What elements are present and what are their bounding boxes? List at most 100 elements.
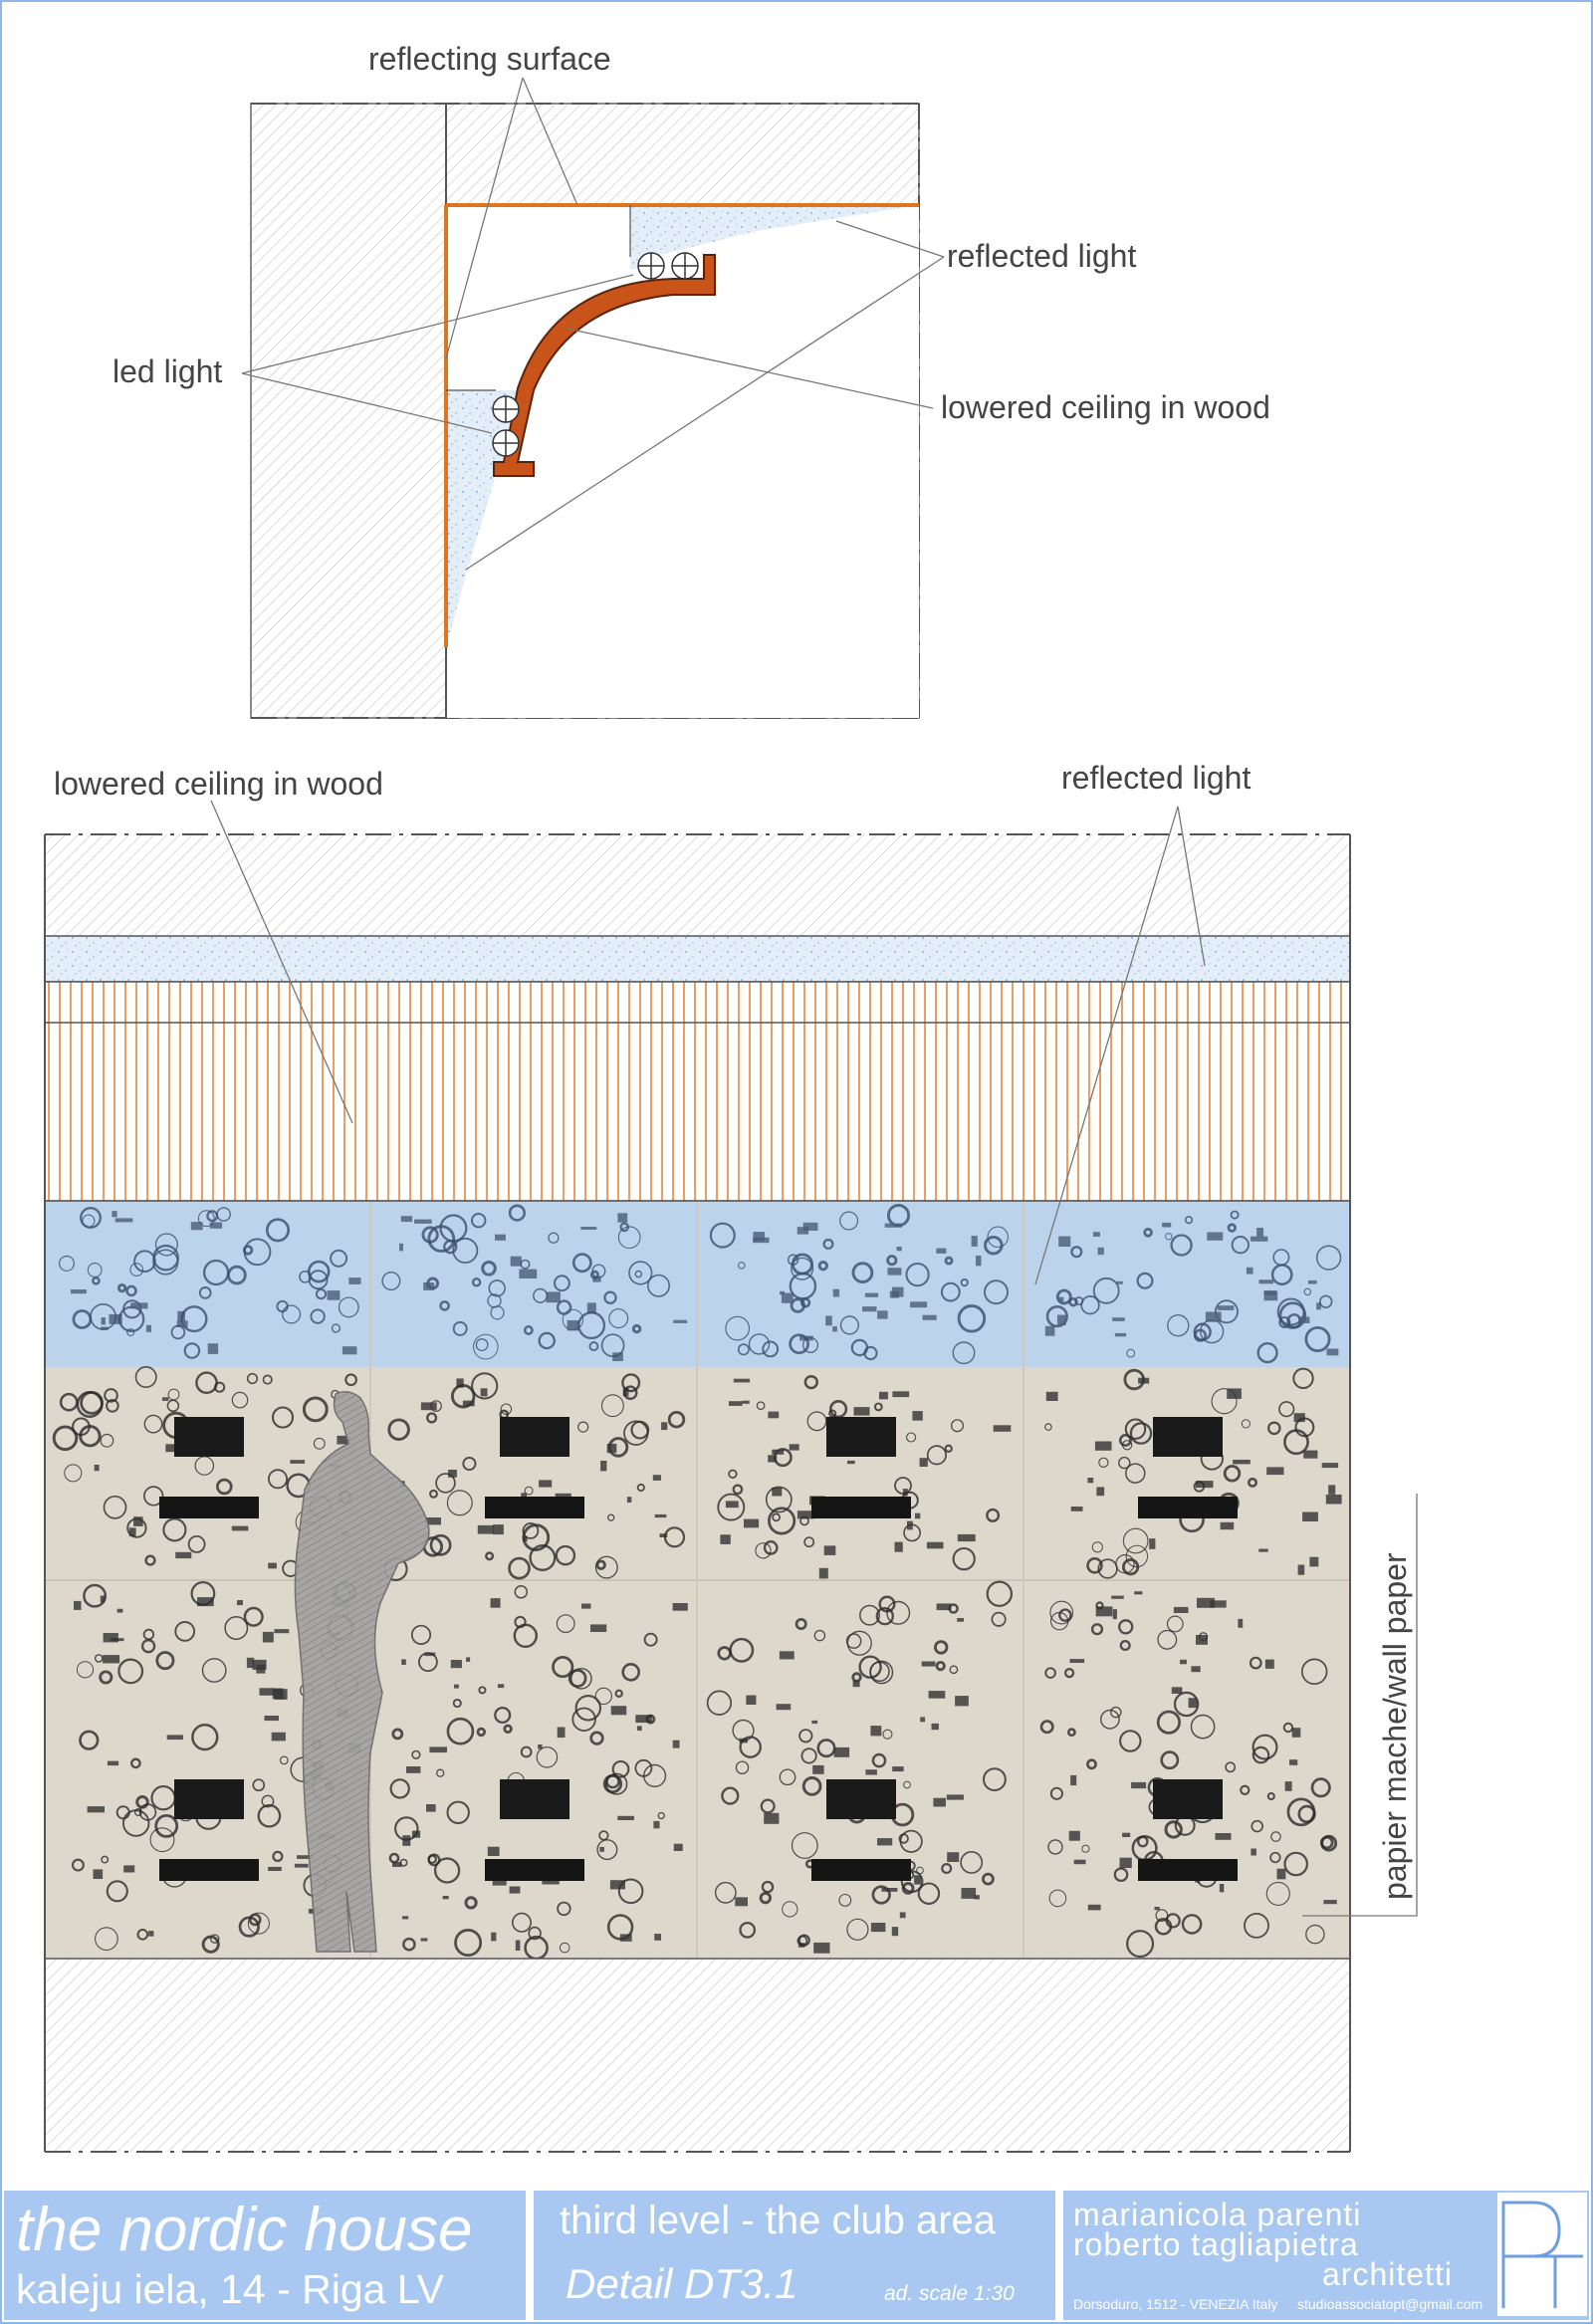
wallpaper-object-mark xyxy=(421,1226,439,1244)
wallpaper-object-mark xyxy=(960,1278,969,1287)
wallpaper-object-mark xyxy=(753,1237,770,1244)
wallpaper-object-mark xyxy=(1070,1774,1077,1786)
wallpaper-object-mark xyxy=(781,1292,794,1303)
wallpaper-object-mark xyxy=(878,1595,896,1613)
wallpaper-object-mark xyxy=(410,1624,432,1645)
wallpaper-object-mark xyxy=(600,1461,607,1472)
wallpaper-object-mark xyxy=(511,1912,532,1933)
led-fixture-wall-2 xyxy=(492,429,520,457)
wallpaper-object-mark xyxy=(1049,1612,1069,1631)
wallpaper-object-mark xyxy=(1305,1924,1325,1945)
wallpaper-object-mark xyxy=(330,1249,348,1268)
wallpaper-object-mark xyxy=(161,1397,169,1401)
wallpaper-object-mark xyxy=(568,1669,587,1688)
wallpaper-camera-mark xyxy=(826,1779,896,1819)
human-figure-silhouette xyxy=(294,1391,430,1953)
wallpaper-object-mark xyxy=(247,1912,270,1935)
wallpaper-object-mark xyxy=(1044,1325,1055,1336)
wallpaper-object-mark xyxy=(116,1608,123,1613)
wallpaper-object-mark xyxy=(557,1727,566,1739)
wallpaper-object-mark xyxy=(1256,1228,1263,1237)
wallpaper-object-mark xyxy=(1248,1477,1258,1488)
wallpaper-object-mark xyxy=(1246,1267,1253,1275)
wallpaper-object-mark xyxy=(570,1668,592,1690)
wallpaper-object-mark xyxy=(894,1477,912,1495)
firm-address: Dorsoduro, 1512 - VENEZIA Italy xyxy=(1073,2296,1278,2312)
wallpaper-object-mark xyxy=(772,1512,781,1522)
wallpaper-object-mark xyxy=(971,1236,978,1247)
wallpaper-object-mark xyxy=(825,1315,832,1326)
wallpaper-object-mark xyxy=(478,1686,487,1695)
wallpaper-object-mark xyxy=(515,1940,521,1951)
wallpaper-object-mark xyxy=(991,1611,1007,1627)
wallpaper-object-mark xyxy=(209,1934,220,1944)
wallpaper-object-mark xyxy=(519,1269,538,1278)
wallpaper-object-mark xyxy=(510,1256,522,1267)
wallpaper-object-mark xyxy=(596,1839,618,1861)
wallpaper-object-mark xyxy=(426,1412,438,1424)
wallpaper-object-mark xyxy=(744,1518,760,1528)
wallpaper-object-mark xyxy=(1068,1830,1080,1841)
wallpaper-object-mark xyxy=(1098,1457,1109,1469)
wallpaper-object-mark xyxy=(961,1888,977,1899)
wallpaper-object-mark xyxy=(789,1333,809,1355)
wallpaper-object-mark xyxy=(768,1507,796,1535)
wallpaper-object-mark xyxy=(493,1524,504,1535)
wallpaper-object-mark xyxy=(552,1656,574,1679)
wallpaper-object-mark xyxy=(52,1425,79,1452)
wallpaper-object-mark xyxy=(791,1832,818,1859)
wallpaper-object-mark xyxy=(984,1279,1009,1305)
wallpaper-object-mark xyxy=(242,1245,254,1256)
wallpaper-object-mark xyxy=(1087,1478,1094,1484)
wallpaper-object-mark xyxy=(950,1419,965,1433)
wallpaper-object-mark xyxy=(732,1484,744,1496)
wallpaper-object-mark xyxy=(610,1706,627,1716)
wallpaper-object-mark xyxy=(1249,1656,1262,1670)
wallpaper-object-mark xyxy=(600,1333,625,1358)
wallpaper-object-mark xyxy=(574,1695,602,1722)
wallpaper-object-mark xyxy=(915,1512,921,1519)
wallpaper-object-mark xyxy=(984,1235,1004,1256)
wallpaper-object-mark xyxy=(274,1629,290,1634)
wallpaper-object-mark xyxy=(201,1658,227,1683)
wallpaper-object-mark xyxy=(1087,1904,1101,1911)
wallpaper-object-mark xyxy=(485,1551,495,1561)
project-title: the nordic house xyxy=(16,2196,473,2264)
wallpaper-object-mark xyxy=(738,1262,746,1270)
wallpaper-object-mark xyxy=(634,1270,643,1278)
wallpaper-object-mark xyxy=(497,1684,505,1689)
wallpaper-object-mark xyxy=(1220,1521,1235,1530)
slab-bottom xyxy=(45,1959,1350,2152)
wallpaper-object-mark xyxy=(257,1803,282,1828)
project-address: kaleju iela, 14 - Riga LV xyxy=(16,2266,444,2312)
wallpaper-object-mark xyxy=(761,1880,775,1894)
wallpaper-object-mark xyxy=(272,1688,284,1700)
wallpaper-object-mark xyxy=(106,1880,128,1903)
wallpaper-object-mark xyxy=(475,1338,489,1352)
wallpaper-object-mark xyxy=(480,1388,488,1397)
wallpaper-object-mark xyxy=(602,1773,623,1794)
wallpaper-object-mark xyxy=(554,1275,570,1292)
wallpaper-object-mark xyxy=(1044,1423,1052,1431)
firm-name: architetti xyxy=(1322,2256,1453,2292)
wallpaper-object-mark xyxy=(523,1325,534,1335)
wallpaper-object-mark xyxy=(471,1372,499,1400)
wallpaper-object-mark xyxy=(912,1411,923,1421)
wallpaper-object-mark xyxy=(500,1403,513,1415)
wallpaper-object-mark xyxy=(443,1240,458,1255)
wallpaper-object-mark xyxy=(628,1261,653,1285)
wallpaper-object-mark xyxy=(1095,1606,1113,1617)
wallpaper-object-mark xyxy=(920,1717,926,1723)
wallpaper-object-mark xyxy=(1049,1786,1063,1800)
wallpaper-object-mark xyxy=(238,1916,260,1938)
wallpaper-object-mark xyxy=(82,1214,96,1228)
wallpaper-object-mark xyxy=(93,1869,104,1879)
wallpaper-object-mark xyxy=(871,1885,891,1905)
wallpaper-object-mark xyxy=(898,1833,909,1844)
wallpaper-object-mark xyxy=(839,1315,859,1335)
wallpaper-object-mark xyxy=(80,1207,102,1229)
wallpaper-object-mark xyxy=(401,1659,406,1665)
wallpaper-object-mark xyxy=(1278,1401,1295,1418)
wallpaper-object-mark xyxy=(892,1391,910,1398)
wallpaper-object-mark xyxy=(1138,1377,1150,1384)
